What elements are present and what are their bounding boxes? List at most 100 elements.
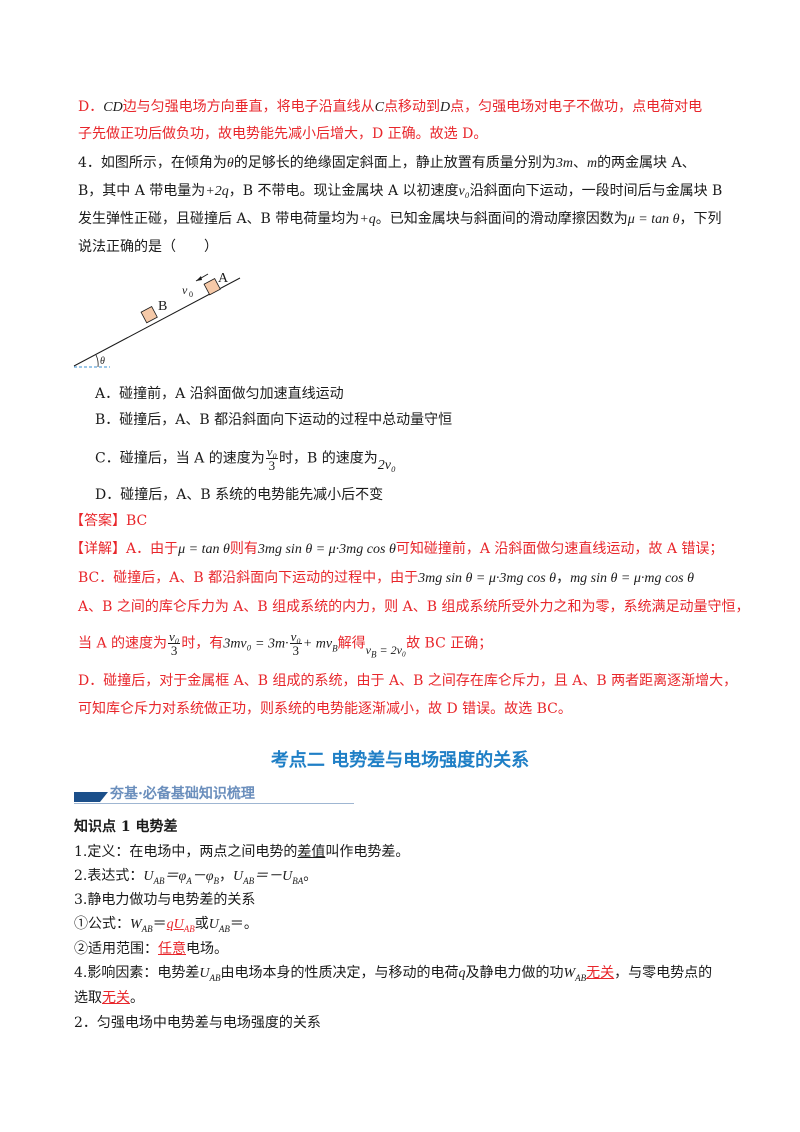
text: 点移动到 <box>384 99 441 115</box>
math-mu: μ = tan θ <box>627 212 680 227</box>
answer-term: 无关 <box>102 990 130 1006</box>
text: BC．碰撞后，A、B 都沿斜面向下运动的过程中，由于 <box>78 570 419 586</box>
option-a: A．碰撞前，A 沿斜面做匀加速直线运动 <box>95 386 344 402</box>
math-sub: AB <box>218 923 230 934</box>
detail-line3: A、B 之间的库仑斥力为 A、B 组成系统的内力，则 A、B 组成系统所受外力之… <box>78 599 750 615</box>
math-eq: 3mg sin θ = μ·3mg cos θ <box>257 542 396 557</box>
kp-definition: 1.定义：在电场中，两点之间电势的差值叫作电势差。 <box>74 842 409 862</box>
answer-term: 任意 <box>158 941 186 957</box>
answer-term: 无关 <box>586 965 615 981</box>
text: 或 <box>194 916 209 932</box>
block-a-label: A <box>218 271 229 286</box>
banner-rule <box>74 803 354 804</box>
section-title: 考点二 电势差与电场强度的关系 <box>270 750 530 771</box>
question-line4: 说法正确的是（ ） <box>78 239 218 255</box>
banner-bar-icon <box>74 792 100 802</box>
kp-relation: 3.静电力做功与电势差的关系 <box>74 892 256 908</box>
frac-den: 3 <box>292 643 299 658</box>
block-b-label: B <box>158 299 167 314</box>
text: 沿斜面向下运动，一段时间后与金属块 B <box>469 183 723 199</box>
math-q: qU <box>166 917 184 932</box>
prev-answer-label: D． <box>78 99 104 115</box>
text: 电场。 <box>186 941 228 957</box>
math-3m: 3m <box>555 156 573 171</box>
math-u: U <box>199 966 210 981</box>
svg-text:0: 0 <box>189 290 193 299</box>
text: ，下列 <box>679 211 722 227</box>
text: 选取 <box>74 990 102 1006</box>
frac-den: 3 <box>268 458 276 473</box>
math-expression: UAB＝φA－φB <box>143 869 219 886</box>
text: 故 BC 正确； <box>406 635 493 652</box>
text: 及静电力做的功 <box>465 965 564 981</box>
math-2q: +2q <box>205 184 229 199</box>
kp-title: 知识点 1 电势差 <box>74 819 178 835</box>
answer-tag: 【答案】 <box>70 513 126 529</box>
frac-num: v₀ <box>168 629 181 644</box>
option-d: D．碰撞后，A、B 系统的电势能先减小后不变 <box>95 487 384 503</box>
text: 、 <box>572 155 587 171</box>
math-d: D <box>440 100 451 115</box>
detail-line1: 【详解】A．由于μ = tan θ则有3mg sin θ = μ·3mg cos… <box>70 539 723 560</box>
math-cd: CD <box>103 100 123 115</box>
kp-expression: 2.表达式：UAB＝φA－φB，UAB＝－UBA。 <box>74 868 318 886</box>
answer-value: BC <box>126 513 148 529</box>
underlined-term: 差值 <box>297 844 326 860</box>
text: 由电场本身的性质决定，与移动的电荷 <box>220 965 459 981</box>
section-banner: 夯基·必备基础知识梳理 <box>74 783 354 805</box>
text: 1.定义：在电场中，两点之间电势的 <box>74 844 298 860</box>
math-eq: + mv <box>302 636 333 652</box>
question-line3: 发生弹性正碰，且碰撞后 A、B 带电荷量均为+q。已知金属块与斜面间的滑动摩擦因… <box>78 209 722 230</box>
text: ②适用范围： <box>74 941 158 957</box>
math-m: m <box>586 156 598 171</box>
text: 的两金属块 A、 <box>597 155 696 171</box>
option-b: B．碰撞后，A、B 都沿斜面向下运动的过程中总动量守恒 <box>95 412 453 428</box>
math-eq: μ = tan θ <box>178 542 230 557</box>
kp-subsection: 2．匀强电场中电势差与电场强度的关系 <box>74 1015 321 1031</box>
math-w: W <box>130 917 142 932</box>
math-w: W <box>563 966 576 981</box>
math-eq: 3mg sin θ = μ·3mg cos θ <box>418 571 557 586</box>
text: 发生弹性正碰，且碰撞后 A、B 带电荷量均为 <box>78 211 360 227</box>
text: 可知碰撞前，A 沿斜面做匀速直线运动，故 A 错误； <box>395 541 724 557</box>
kp-scope: ②适用范围：任意电场。 <box>74 939 228 959</box>
detail-line5: D．碰撞后，对于金属框 A、B 组成的系统，由于 A、B 之间存在库仑斥力，且 … <box>78 673 738 689</box>
math-q: +q <box>359 212 376 227</box>
detail-tag: 【详解】 <box>70 541 126 557</box>
frac-num: v₀ <box>265 444 279 459</box>
text: ， <box>556 570 571 586</box>
kp-formula: ①公式：WAB＝qUAB或UAB＝。 <box>74 914 258 939</box>
banner-text: 夯基·必备基础知识梳理 <box>110 786 255 802</box>
math-sub: B <box>370 648 377 659</box>
theta-label: θ <box>100 356 105 367</box>
frac-num: v₀ <box>289 629 302 644</box>
math-u: U <box>208 917 219 932</box>
math-2v0: 2v₀ <box>377 457 396 473</box>
math-v0: v₀ <box>458 184 470 199</box>
text: 点，匀强电场对电子不做功，点电荷对电 <box>450 99 703 115</box>
math-eq: = 2v₀ <box>376 642 407 657</box>
text: A．由于 <box>126 541 179 557</box>
text: ，B 不带电。现让金属块 A 以初速度 <box>228 183 459 199</box>
text: 时，有 <box>181 635 224 652</box>
question-line1: 4．如图所示，在倾角为θ的足够长的绝缘固定斜面上，静止放置有质量分别为3m、m的… <box>78 153 696 174</box>
detail-line6: 可知库仑斥力对系统做正功，则系统的电势能逐渐减小，故 D 错误。故选 BC。 <box>78 701 572 717</box>
text: 叫作电势差。 <box>325 844 410 860</box>
text: 的足够长的绝缘固定斜面上，静止放置有质量分别为 <box>233 155 556 171</box>
math-q: q <box>458 966 466 981</box>
math-eq: v <box>365 642 371 657</box>
text: 2.表达式： <box>74 868 144 884</box>
question-line2: B，其中 A 带电量为+2q，B 不带电。现让金属块 A 以初速度v₀沿斜面向下… <box>78 181 722 202</box>
kp-factor: 4.影响因素：电势差UAB由电场本身的性质决定，与移动的电荷q及静电力做的功WA… <box>74 963 712 988</box>
prev-answer-line2: 子先做正功后做负功，故电势能先减小后增大，D 正确。故选 D。 <box>78 126 488 142</box>
math-sub: AB <box>575 972 587 983</box>
prev-answer-line1: D．CD边与匀强电场方向垂直，将电子沿直线从C点移动到D点，匀强电场对电子不做功… <box>78 97 702 118</box>
kp-factor-cont: 选取无关。 <box>74 988 144 1008</box>
text: ＝ <box>152 916 167 932</box>
math-eq: mg sin θ = μ·mg cos θ <box>570 571 695 586</box>
math-expression: UAB＝－UBA <box>232 869 304 886</box>
